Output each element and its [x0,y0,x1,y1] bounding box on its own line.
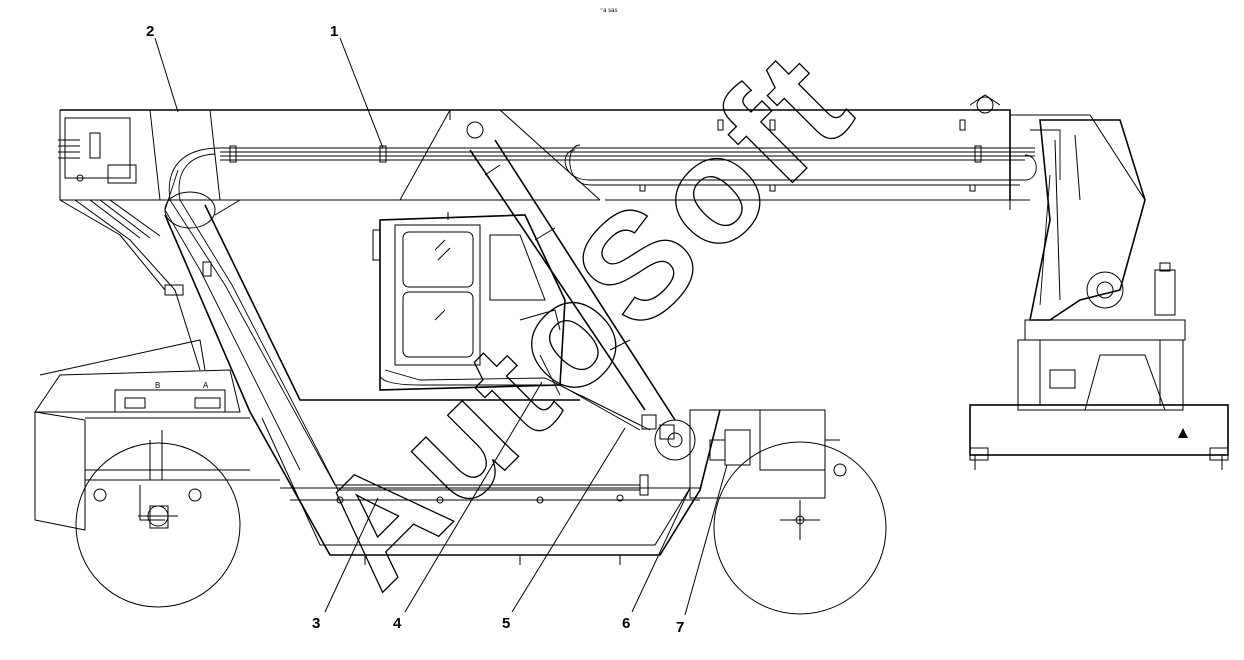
callout-4: 4 [393,615,402,632]
callout-2: 2 [146,23,154,40]
callout-7: 7 [676,619,684,636]
telescopic-boom [60,94,1146,210]
chassis-bolts [336,494,624,565]
callout-6: 6 [622,615,630,632]
hydraulic-hoses [164,129,1061,491]
watermark: AutoSoft [284,17,884,617]
plate-label-a: A [203,381,209,390]
lift-cylinder [469,139,696,461]
spreader-head [969,119,1229,470]
callout-5: 5 [502,615,510,632]
chassis-frame: B A [34,339,847,565]
rear-wheel [75,442,241,608]
callout-leaders [154,37,728,616]
callouts: 1 2 3 4 5 6 7 [146,23,684,636]
mast-structure [59,110,580,413]
callout-1: 1 [330,23,338,40]
callout-3: 3 [312,615,320,632]
front-wheel [713,441,887,615]
hose-fittings [202,119,982,496]
valve-block [58,117,137,184]
header-text: ⁼a sas [600,8,618,14]
plate-label-b: B [155,381,160,390]
operator-cab [372,212,566,391]
